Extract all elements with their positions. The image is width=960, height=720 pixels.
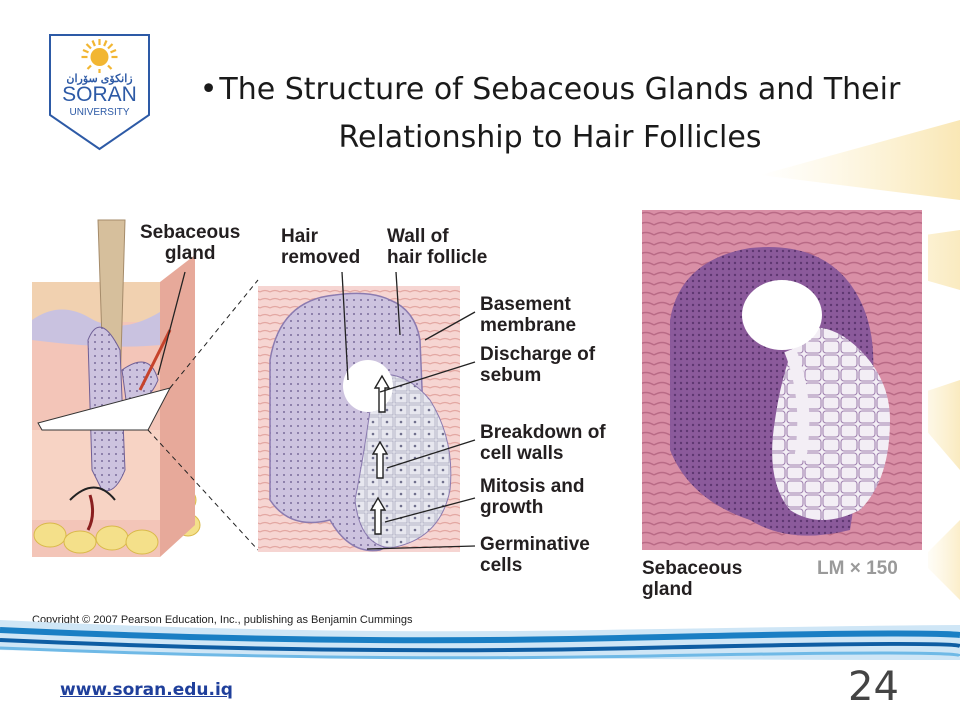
label-breakdown-of-cell-walls: Breakdown of cell walls (480, 422, 606, 464)
micrograph-caption: Sebaceous gland (642, 558, 743, 600)
label-hair-removed: Hair removed (281, 226, 361, 268)
gland-diagram (258, 286, 460, 552)
label-discharge-of-sebum: Discharge of sebum (480, 344, 596, 386)
website-link[interactable]: www.soran.edu.iq (60, 680, 233, 700)
label-wall-of-hair-follicle: Wall of hair follicle (387, 226, 488, 268)
figure-illustration (32, 210, 922, 557)
copyright-text: Copyright © 2007 Pearson Education, Inc.… (32, 614, 413, 626)
logo-name: SORAN (62, 83, 137, 106)
logo-arabic-text: زانكۆی سۆران (66, 73, 133, 85)
bullet-icon: • (199, 72, 218, 107)
footer-wave-decoration (0, 620, 960, 660)
micrograph-image (642, 210, 922, 550)
label-germinative-cells: Germinative cells (480, 534, 590, 576)
figure-panel: Sebaceous gland Hair removed Wall of hai… (30, 200, 928, 632)
logo-subtitle: UNIVERSITY (69, 107, 130, 118)
logo-shield-icon (49, 34, 150, 151)
page-number: 24 (848, 664, 899, 710)
slide-title: •The Structure of Sebaceous Glands and T… (165, 66, 935, 162)
label-basement-membrane: Basement membrane (480, 294, 577, 336)
label-mitosis-and-growth: Mitosis and growth (480, 476, 585, 518)
skin-block-illustration (32, 219, 201, 557)
label-sebaceous-gland: Sebaceous gland (140, 222, 241, 264)
magnification-label: LM × 150 (817, 558, 898, 579)
slide-title-text: The Structure of Sebaceous Glands and Th… (219, 72, 901, 155)
